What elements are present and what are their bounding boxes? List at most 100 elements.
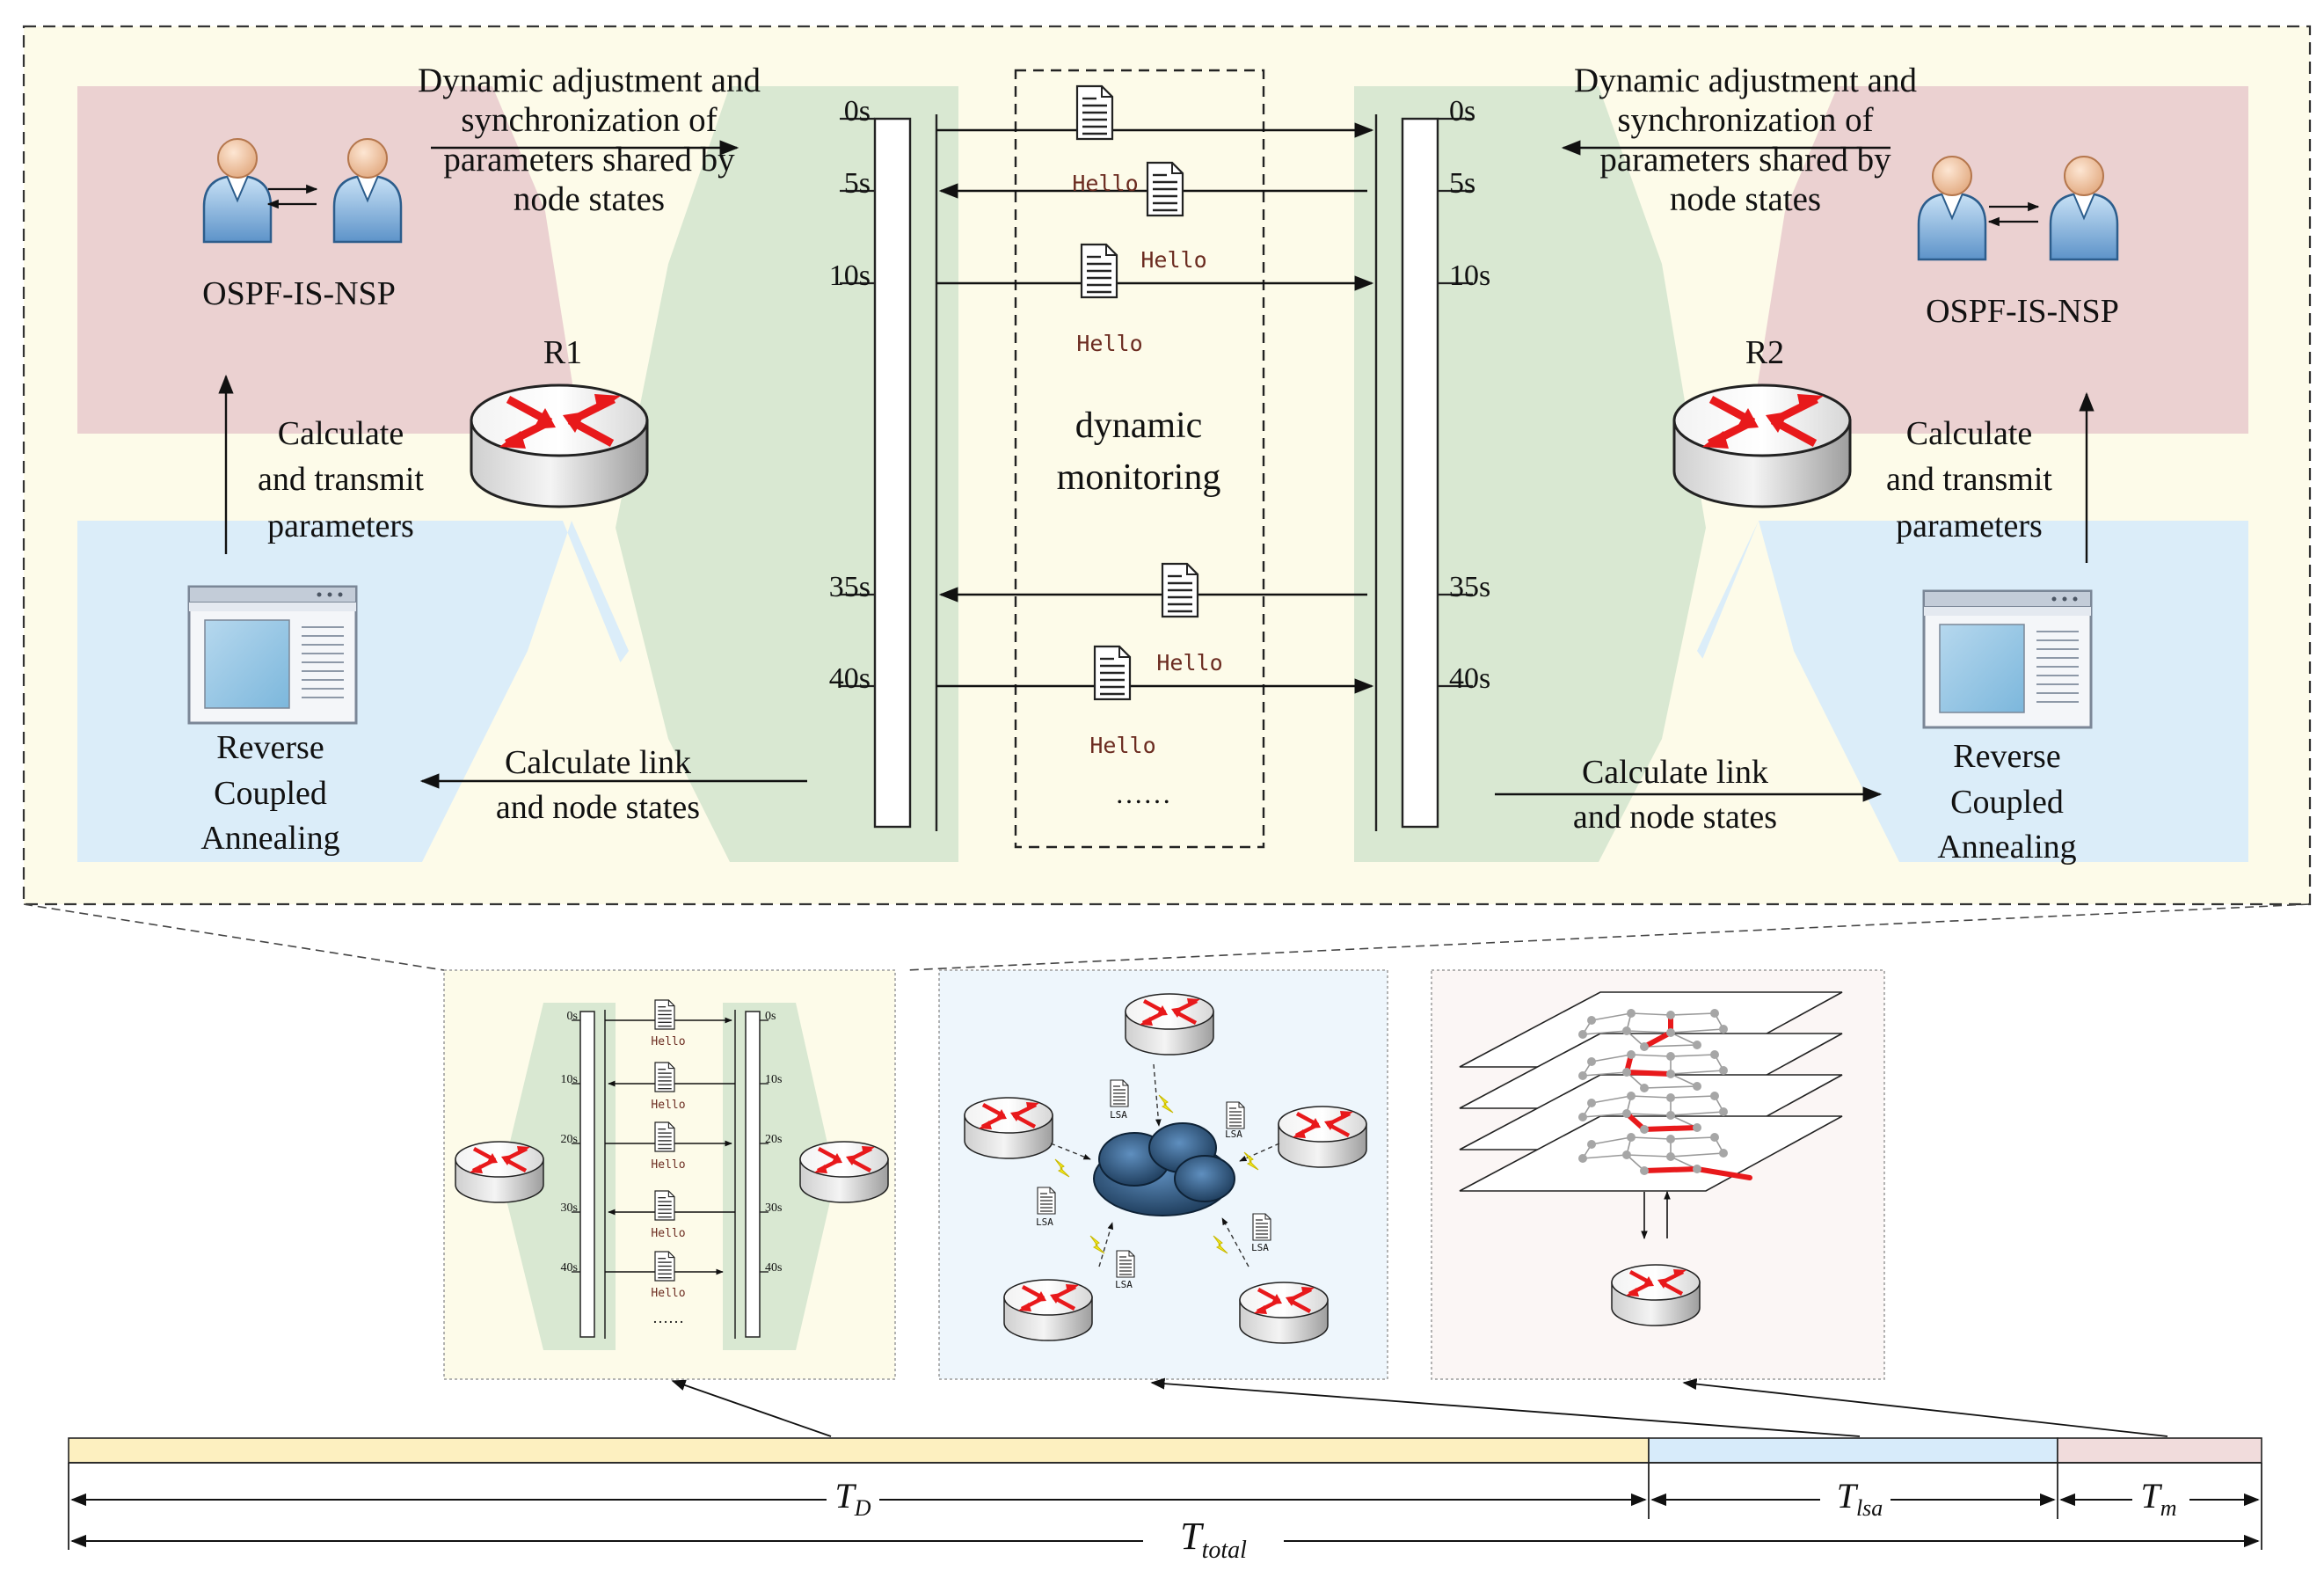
- layer-edge: [1630, 1012, 1672, 1016]
- layer-node: [1587, 1099, 1596, 1107]
- right-time-label: 10s: [1449, 259, 1491, 292]
- left-time-label: 5s: [843, 167, 871, 200]
- lsa-label: LSA: [1036, 1216, 1053, 1228]
- mini-hello-label: Hello: [651, 1099, 686, 1112]
- layer-edge: [1630, 1054, 1672, 1057]
- layer-node: [1693, 1165, 1701, 1173]
- right-calc-link-line-2: and node states: [1572, 798, 1778, 836]
- mini-left-time-label: 0s: [566, 1010, 578, 1023]
- mini-timeline-ticks: [572, 1019, 769, 1273]
- layer-edge: [1670, 1028, 1724, 1034]
- td-subscript: D: [854, 1495, 871, 1521]
- layer-node: [1622, 1068, 1631, 1077]
- layer-node: [1719, 1066, 1728, 1075]
- hello-label-3: Hello: [1076, 331, 1143, 356]
- left-sync-line-3: parameters shared by: [443, 140, 735, 179]
- right-calc-link-line-1: Calculate link: [1581, 754, 1769, 791]
- layer-edge: [1670, 1070, 1724, 1075]
- right-annealing: Reverse Coupled Annealing: [1886, 734, 2128, 871]
- layer-node: [1622, 1150, 1631, 1159]
- left-time-label: 40s: [828, 662, 871, 695]
- mini-right-time-label: 0s: [765, 1010, 776, 1023]
- right-calc-transmit: Calculate and transmit parameters: [1861, 411, 2077, 549]
- mini-left-time-label: 20s: [560, 1133, 578, 1146]
- right-time-label: 5s: [1449, 167, 1476, 200]
- tm-label: Tm: [2124, 1476, 2194, 1522]
- layer-node: [1587, 1016, 1596, 1025]
- mini-right-time-label: 30s: [765, 1202, 783, 1215]
- layer-node: [1640, 1084, 1649, 1092]
- layer-edge: [1626, 1113, 1672, 1116]
- mini-hello-label: Hello: [651, 1035, 686, 1048]
- layer-node: [1666, 1011, 1675, 1019]
- layer-node: [1627, 1133, 1636, 1142]
- monitor-ellipsis: ……: [1115, 778, 1171, 809]
- layer-node: [1627, 1050, 1636, 1059]
- layer-node: [1587, 1057, 1596, 1066]
- layer-node: [1627, 1092, 1636, 1100]
- layer-node: [1627, 1009, 1636, 1018]
- layer-edge: [1643, 1085, 1698, 1089]
- mini-hello-label: Hello: [651, 1227, 686, 1240]
- layer-node: [1578, 1030, 1587, 1039]
- right-calc-link: Calculate link and node states: [1530, 750, 1820, 839]
- ttotal-symbol: T: [1180, 1515, 1202, 1558]
- layer-edge: [1591, 1012, 1632, 1021]
- layer-node: [1719, 1107, 1728, 1116]
- layer-node: [1640, 1166, 1649, 1175]
- lsa-label: LSA: [1110, 1109, 1127, 1121]
- layer-node: [1666, 1152, 1675, 1161]
- mini-right-time-label: 10s: [765, 1073, 783, 1086]
- left-sync-line-1: Dynamic adjustment and: [418, 62, 761, 99]
- layer-edge: [1630, 1095, 1672, 1099]
- right-sync-line-3: parameters shared by: [1599, 140, 1891, 179]
- layer-edge: [1670, 1136, 1716, 1140]
- layer-node: [1710, 1092, 1719, 1100]
- hello-label-2: Hello: [1140, 247, 1207, 273]
- left-sync-line-2: synchronization of: [461, 100, 718, 139]
- left-router-label: R1: [543, 334, 583, 371]
- layer-edge: [1582, 1071, 1628, 1077]
- layer-node: [1666, 1111, 1675, 1120]
- right-calc-line-1: Calculate: [1905, 415, 2033, 452]
- right-sync-line-4: node states: [1669, 179, 1822, 218]
- layer-networks: [1578, 1009, 1752, 1180]
- layer-node: [1719, 1149, 1728, 1158]
- layer-edge: [1670, 1111, 1724, 1116]
- left-calc-line-2: and transmit: [258, 461, 424, 499]
- left-annealing-line-2: Coupled: [214, 774, 327, 812]
- layer-edge: [1591, 1136, 1632, 1145]
- layer-node: [1622, 1026, 1631, 1035]
- lsa-label: LSA: [1225, 1128, 1242, 1140]
- left-calc-line-1: Calculate: [277, 415, 404, 452]
- left-calc-link-line-2: and node states: [495, 788, 701, 826]
- right-calc-line-2: and transmit: [1886, 461, 2052, 499]
- mini-left-time-label: 30s: [560, 1202, 578, 1215]
- layer-node: [1693, 1082, 1701, 1091]
- tlsa-label: Tlsa: [1811, 1476, 1908, 1522]
- layer-node: [1578, 1071, 1587, 1080]
- layer-node: [1710, 1133, 1719, 1142]
- layer-node: [1719, 1025, 1728, 1034]
- right-annealing-line-3: Annealing: [1937, 829, 2077, 866]
- layer-node: [1578, 1154, 1587, 1163]
- layer-edge: [1626, 1030, 1672, 1034]
- right-time-label: 35s: [1449, 571, 1491, 603]
- left-time-label: 10s: [828, 259, 871, 292]
- mini-left-time-label: 40s: [560, 1261, 578, 1275]
- layer-node: [1640, 1042, 1649, 1051]
- left-protocol-label: OSPF-IS-NSP: [202, 275, 396, 312]
- layer-edge: [1670, 1152, 1724, 1158]
- layer-node: [1578, 1113, 1587, 1121]
- layer-edge: [1670, 1012, 1716, 1016]
- ttotal-subscript: total: [1201, 1536, 1247, 1564]
- mini-right-time-label: 20s: [765, 1133, 783, 1146]
- right-time-label: 40s: [1449, 662, 1491, 695]
- tm-subscript: m: [2160, 1495, 2177, 1521]
- right-sync-text: Dynamic adjustment and synchronization o…: [1521, 62, 1970, 219]
- left-calc-transmit: Calculate and transmit parameters: [233, 411, 448, 549]
- left-calc-link-line-1: Calculate link: [504, 744, 692, 781]
- layer-node: [1666, 1135, 1675, 1143]
- timeline-ticks: [840, 117, 1473, 688]
